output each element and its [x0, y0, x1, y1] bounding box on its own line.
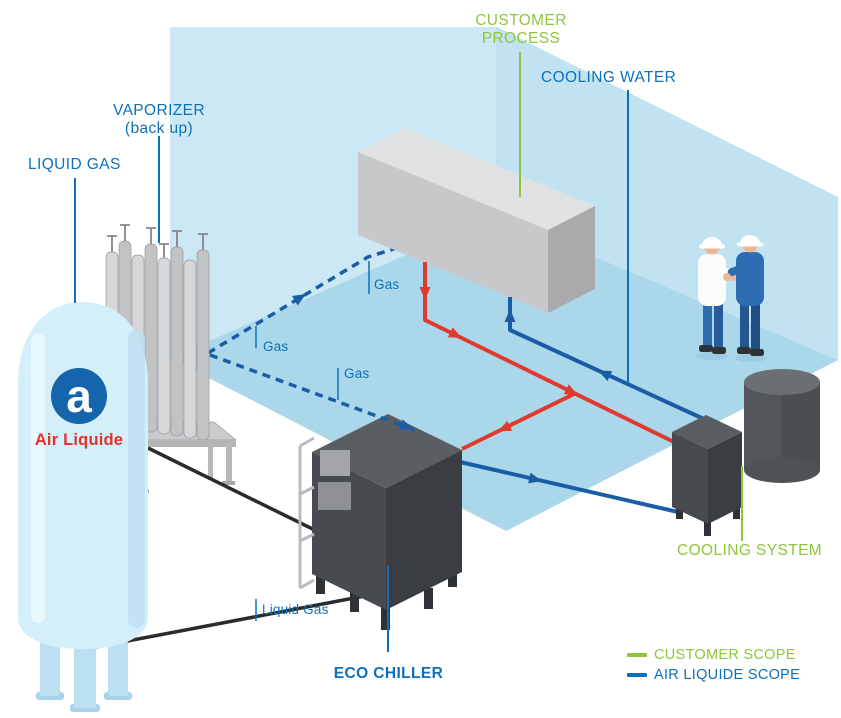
workers-illustration — [696, 235, 767, 362]
gas-label-2: Gas — [374, 277, 400, 292]
flow-arrow-blue-3 — [504, 309, 516, 322]
vaporizer-label-line2: (back up) — [124, 120, 194, 138]
gas-line-vaporizer-to-process — [207, 245, 401, 355]
flow-arrow-red-1 — [419, 287, 431, 300]
cooling-water-label: COOLING WATER — [541, 69, 677, 86]
vaporizer-label: VAPORIZER (back up) — [99, 102, 219, 139]
chiller-frame — [298, 436, 351, 590]
liquid-gas-tank-label: LIQUID GAS — [28, 156, 121, 173]
hot-water-pipe — [423, 262, 679, 446]
flow-arrow-red-4 — [498, 420, 513, 432]
logo-circle — [51, 368, 107, 424]
eco-chiller-label: ECO CHILLER — [333, 665, 444, 682]
gas-label-1: Gas — [263, 339, 289, 354]
flow-arrow-gas-1 — [292, 294, 306, 306]
customer-process-label: CUSTOMER PROCESS — [475, 12, 567, 48]
eco-chiller-unit — [298, 414, 462, 630]
liquid-gas-tank: a — [18, 302, 148, 712]
flow-arrow-blue-2 — [598, 370, 613, 381]
liquid-gas-line-label: Liquid Gas — [262, 602, 329, 617]
air-liquide-scope-label: AIR LIQUIDE SCOPE — [654, 667, 801, 683]
legend-air-liquide-scope: AIR LIQUIDE SCOPE — [627, 665, 800, 685]
flow-arrow-gas-2 — [398, 419, 413, 430]
legend-customer-scope: CUSTOMER SCOPE — [627, 645, 800, 665]
liquid-gas-pipe-upper — [147, 446, 336, 542]
cooling-system-label: COOLING SYSTEM — [677, 542, 823, 559]
air-liquide-scope-dash-icon — [627, 672, 647, 678]
worker-1 — [698, 237, 737, 354]
water-pipes — [419, 262, 707, 514]
vaporizer-pins — [107, 224, 208, 258]
flow-arrow-red-2 — [447, 327, 462, 338]
worker-2 — [723, 235, 764, 356]
scope-legend: CUSTOMER SCOPE AIR LIQUIDE SCOPE — [627, 645, 800, 685]
customer-process-unit — [358, 128, 595, 313]
cooling-water-supply-pipe — [508, 297, 707, 422]
floor — [170, 215, 838, 531]
tank-body — [18, 302, 148, 649]
customer-scope-label: CUSTOMER SCOPE — [654, 647, 796, 663]
cooling-water-out-pipe — [459, 460, 679, 514]
air-liquide-wordmark: Air Liquide — [34, 431, 124, 449]
wall-left — [170, 27, 497, 358]
cooling-tower — [744, 369, 820, 483]
hot-water-branch-to-chiller — [461, 391, 576, 451]
vaporizer-label-line1: VAPORIZER — [112, 102, 206, 119]
cooling-system-cabinet — [672, 415, 742, 536]
flow-arrow-blue-1 — [528, 472, 542, 484]
flow-arrow-red-3 — [563, 384, 578, 395]
logo-letter: a — [66, 370, 92, 422]
leader-lines — [74, 52, 743, 652]
air-liquide-logo: a — [51, 368, 107, 424]
customer-scope-dash-icon — [627, 652, 647, 658]
gas-label-3: Gas — [344, 366, 370, 381]
